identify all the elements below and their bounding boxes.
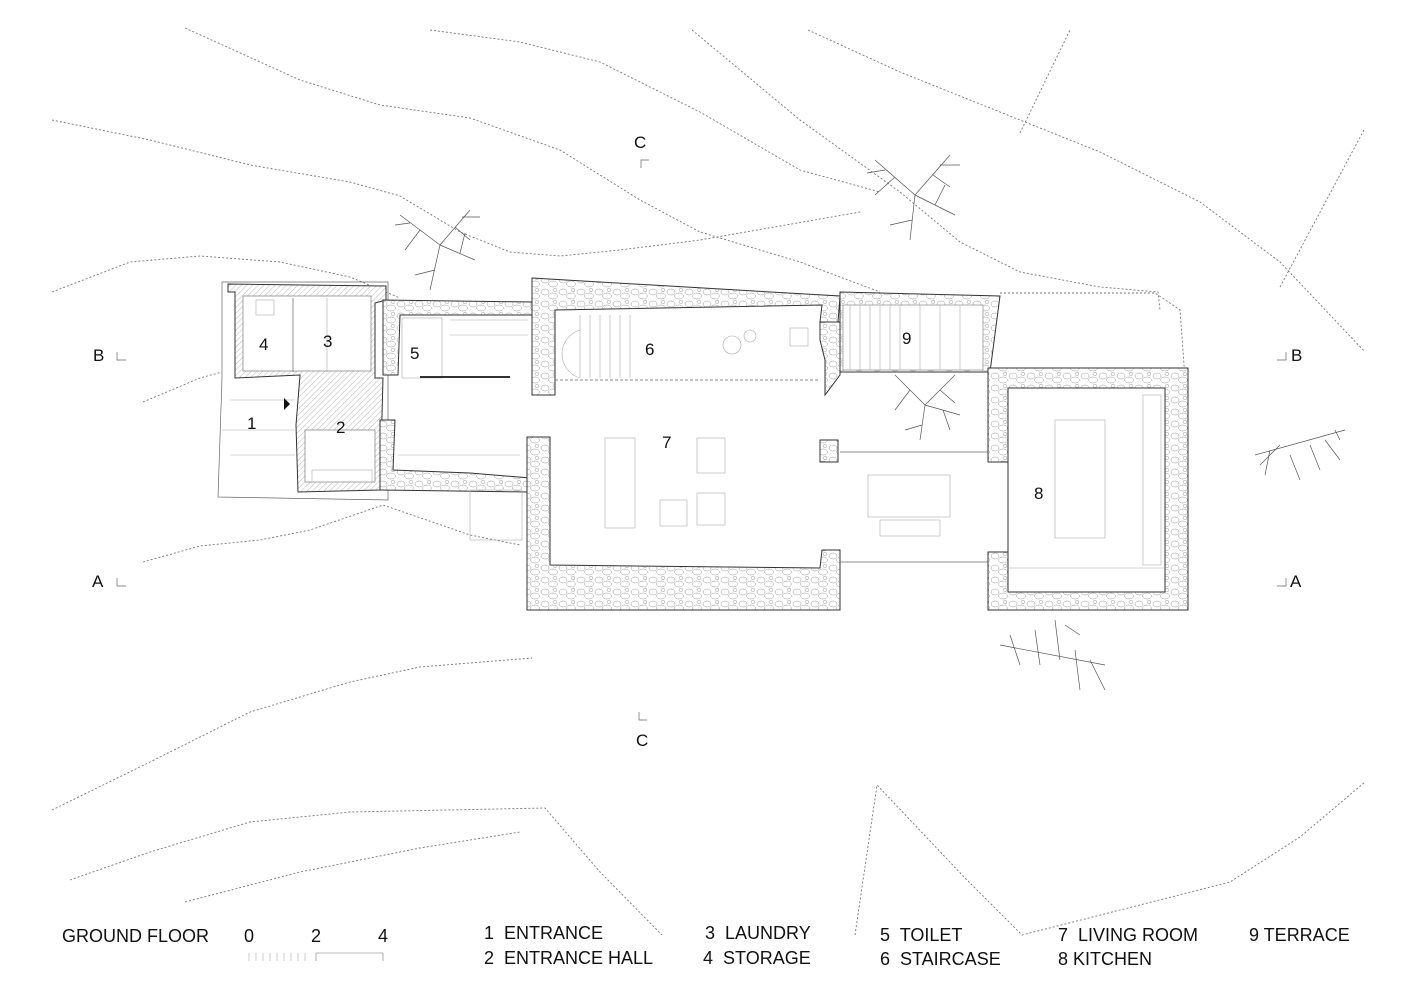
room-number-8: 8 — [1034, 484, 1043, 503]
room-number-7: 7 — [662, 433, 671, 452]
trees — [394, 154, 1346, 691]
legend-item-4: 4 STORAGE — [703, 948, 811, 968]
scale-label-0: 0 — [244, 926, 254, 946]
tree-icon — [894, 374, 961, 441]
room-number-9: 9 — [902, 329, 911, 348]
room-legend: 1 ENTRANCE 2 ENTRANCE HALL 3 LAUNDRY 4 S… — [484, 923, 1350, 969]
room-number-6: 6 — [645, 340, 654, 359]
scale-bar — [248, 952, 384, 961]
section-markers: C C B B A A — [92, 133, 1302, 750]
legend-item-9: 9 TERRACE — [1249, 925, 1350, 945]
legend-item-1: 1 ENTRANCE — [484, 923, 603, 943]
annex-building — [217, 281, 389, 501]
legend-item-5: 5 TOILET — [880, 925, 962, 945]
legend-item-6: 6 STAIRCASE — [880, 949, 1001, 969]
title-block: GROUND FLOOR 0 2 4 — [62, 926, 388, 961]
room-number-3: 3 — [323, 332, 332, 351]
tree-icon — [1254, 429, 1346, 481]
section-a-left: A — [92, 572, 104, 591]
section-a-right: A — [1290, 572, 1302, 591]
tree-icon — [866, 154, 960, 241]
room-labels: 4 3 5 6 9 1 2 7 8 — [247, 329, 1043, 503]
tree-icon — [394, 209, 480, 291]
legend-item-2: 2 ENTRANCE HALL — [484, 948, 653, 968]
terrace — [839, 291, 1001, 563]
legend-item-7: 7 LIVING ROOM — [1058, 925, 1198, 945]
drawing-title: GROUND FLOOR — [62, 926, 209, 946]
scale-label-2: 2 — [311, 926, 321, 946]
legend-item-3: 3 LAUNDRY — [705, 923, 811, 943]
room-number-5: 5 — [410, 344, 419, 363]
connector-building — [379, 299, 533, 541]
section-c-top: C — [634, 133, 646, 152]
kitchen-building — [987, 367, 1189, 611]
scale-label-4: 4 — [378, 926, 388, 946]
room-number-2: 2 — [336, 418, 345, 437]
terrain-contours — [51, 27, 1366, 936]
entrance-arrow-icon — [284, 398, 290, 410]
room-number-1: 1 — [247, 414, 256, 433]
tree-icon — [999, 619, 1106, 691]
legend-item-8: 8 KITCHEN — [1058, 949, 1152, 969]
section-c-bottom: C — [636, 731, 648, 750]
section-b-left: B — [93, 346, 104, 365]
room-number-4: 4 — [259, 335, 268, 354]
section-b-right: B — [1291, 346, 1302, 365]
main-building — [526, 277, 841, 611]
